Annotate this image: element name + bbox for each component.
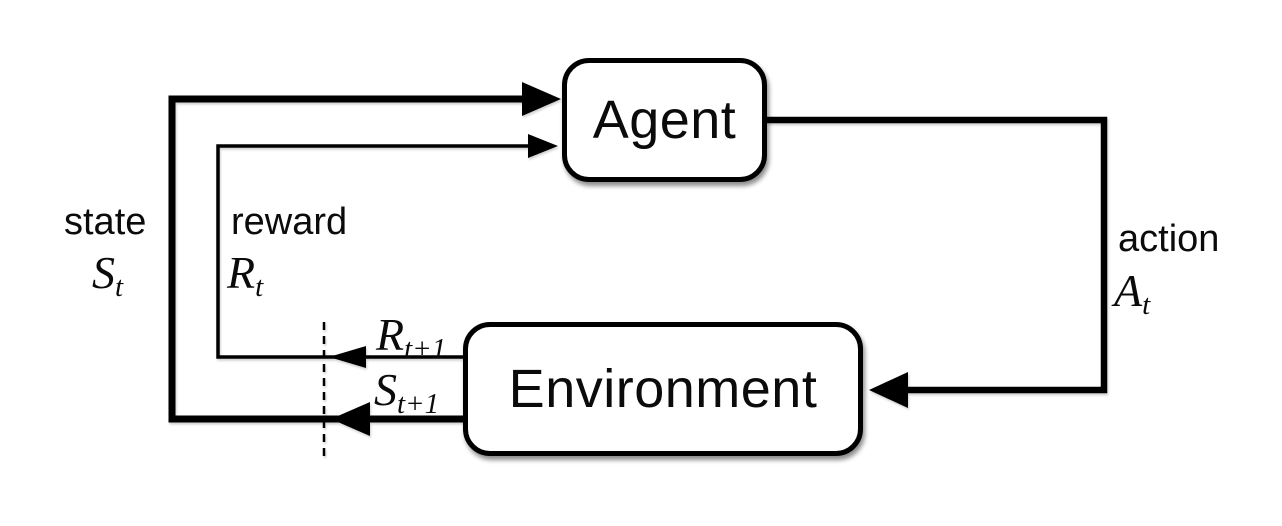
state-word-label: state	[64, 201, 147, 243]
next-state-arrowhead	[331, 402, 370, 436]
next-state-symbol-subscript: t+1	[397, 388, 440, 421]
reward-symbol-label: Rt	[227, 247, 263, 302]
next-state-symbol: S	[374, 364, 397, 415]
next-reward-symbol: R	[376, 309, 405, 360]
next-reward-symbol-subscript: t+1	[404, 333, 447, 366]
next-state-symbol-label: St+1	[374, 364, 439, 419]
next-reward-symbol-label: Rt+1	[376, 309, 446, 364]
state-symbol: S	[92, 247, 115, 298]
reward-symbol-subscript: t	[255, 271, 264, 304]
state-symbol-subscript: t	[115, 271, 124, 304]
environment-box-label: Environment	[508, 359, 818, 419]
reward-into-agent-arrowhead	[528, 134, 558, 158]
reward-word-label: reward	[231, 201, 348, 243]
action-symbol: A	[1114, 265, 1143, 316]
action-into-environment-arrowhead	[869, 372, 908, 408]
action-word-label: action	[1118, 218, 1220, 260]
action-symbol-label: At	[1114, 265, 1150, 320]
state-into-agent-arrowhead	[522, 82, 561, 116]
agent-box: Agent	[562, 58, 767, 182]
reward-symbol: R	[227, 247, 256, 298]
environment-box: Environment	[463, 322, 863, 456]
action-symbol-subscript: t	[1142, 289, 1151, 322]
action-signal-line	[767, 116, 1108, 394]
next-reward-arrowhead	[329, 346, 366, 368]
state-symbol-label: St	[92, 247, 123, 302]
state-signal-line	[168, 95, 524, 423]
agent-box-label: Agent	[592, 90, 737, 150]
